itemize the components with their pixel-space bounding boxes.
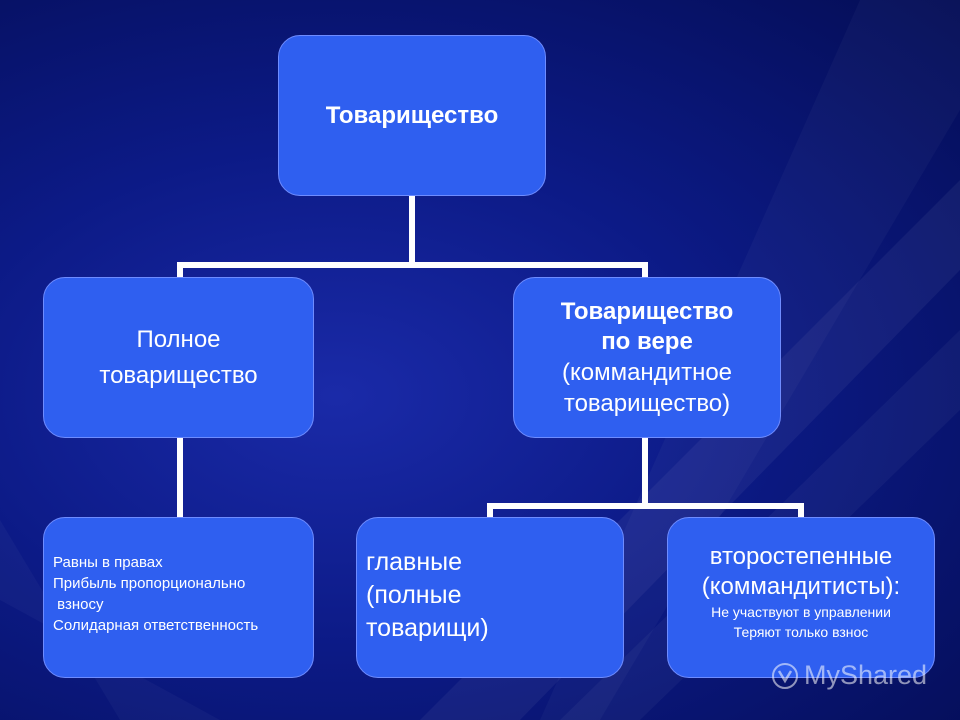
limited-partnership-bold-line-2: по вере [601, 327, 693, 355]
connector-to-minor [798, 503, 804, 518]
full-partnership-line-1: Полное [136, 325, 221, 353]
node-full-partnership: Полное товарищество [43, 277, 314, 438]
general-partners-line-3: товарищи) [366, 614, 489, 642]
node-partnership: Товарищество [278, 35, 546, 196]
connector-level2-bar [487, 503, 804, 509]
node-general-partners: главные (полные товарищи) [356, 517, 624, 678]
full-partnership-line-2: товарищество [99, 361, 258, 389]
connector-root-stem [409, 195, 415, 265]
connector-to-full [177, 262, 183, 277]
limited-partners-detail-2: Теряют только взнос [733, 624, 869, 640]
connector-to-faith [642, 262, 648, 277]
connector-full-to-desc [177, 436, 183, 518]
full-detail-3: взносу [53, 596, 104, 613]
limited-partners-line-2: (коммандитисты): [701, 573, 901, 600]
limited-partners-detail-1: Не участвуют в управлении [711, 604, 891, 620]
node-limited-partners: второстепенные (коммандитисты): Не участ… [667, 517, 935, 678]
connector-level1-bar [177, 262, 648, 268]
connector-to-main [487, 503, 493, 518]
limited-partnership-line-4: товарищество) [563, 389, 731, 417]
node-full-partnership-details: Равны в правах Прибыль пропорционально в… [43, 517, 314, 678]
watermark-text: MyShared [804, 660, 928, 690]
general-partners-line-1: главные [366, 548, 463, 576]
node-limited-partnership: Товарищество по вере (коммандитное товар… [513, 277, 781, 438]
node-partnership-label: Товарищество [325, 101, 499, 129]
full-detail-1: Равны в правах [53, 554, 163, 571]
limited-partnership-bold-line-1: Товарищество [560, 297, 734, 325]
full-detail-4: Солидарная ответственность [53, 617, 259, 634]
limited-partnership-line-3: (коммандитное [561, 358, 733, 386]
myshared-logo-icon [772, 662, 798, 689]
watermark: MyShared [770, 660, 927, 691]
full-detail-2: Прибыль пропорционально [53, 575, 246, 592]
limited-partners-line-1: второстепенные [709, 543, 893, 570]
connector-faith-stem [642, 436, 648, 508]
general-partners-line-2: (полные [366, 581, 462, 609]
